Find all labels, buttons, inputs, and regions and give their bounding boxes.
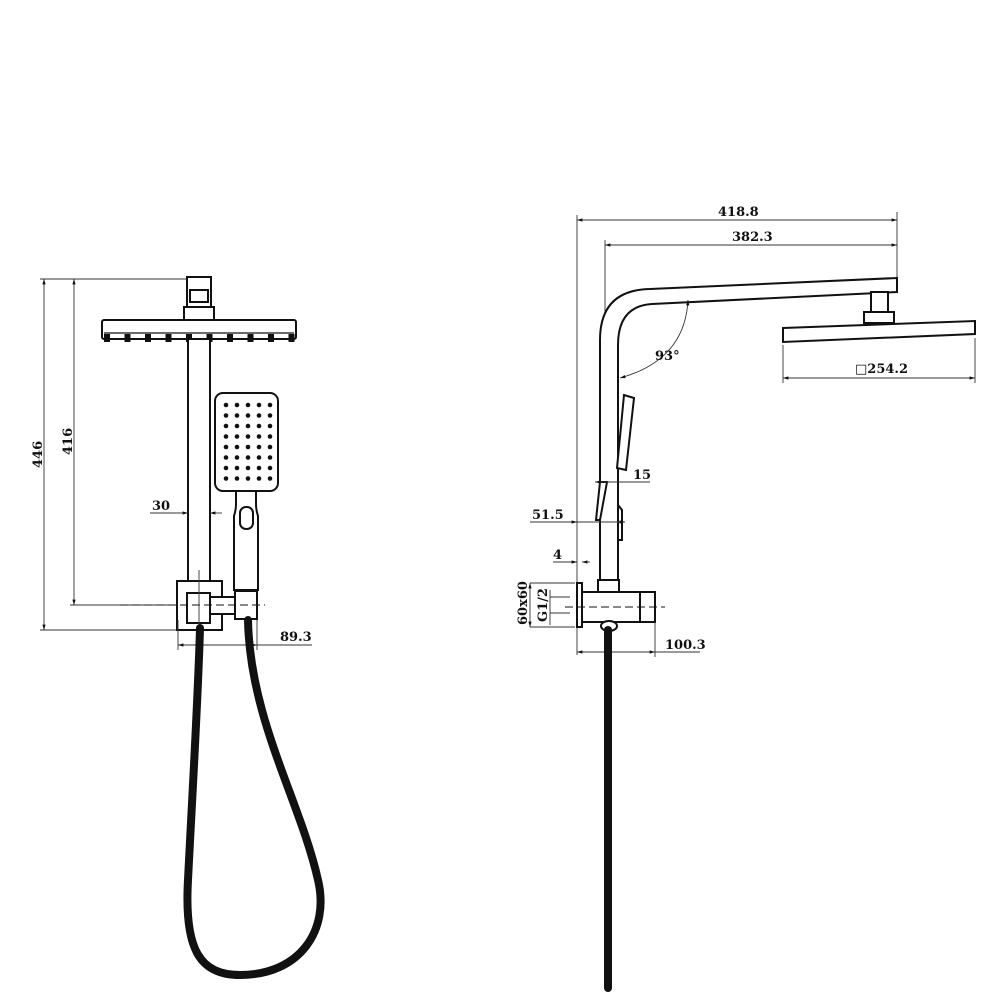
dim-254-2-label: □254.2 [855,362,908,377]
spray-hole [245,455,251,460]
spray-hole [256,413,262,418]
dim-416-label: 416 [61,428,76,455]
riser-pole [187,338,211,593]
spray-hole [245,413,251,418]
spray-hole [234,465,240,471]
head-connector [870,291,889,313]
side-view: 418.8 382.3 93° □254.2 15 51.5 4 [516,205,976,992]
dim-382-3-label: 382.3 [732,230,773,245]
nozzle [165,334,172,342]
spray-hole [223,434,229,439]
spray-hole [256,402,262,408]
dim-100-3-label: 100.3 [665,638,706,653]
nozzle [104,334,110,342]
hand-shower-side [615,393,636,472]
shower-hose [183,616,325,980]
hand-shower-handle [233,490,259,591]
spray-hole [267,465,273,471]
nozzle [268,334,274,342]
dim-418-8-label: 418.8 [718,205,759,220]
spray-hole [234,402,240,408]
spray-hole [256,476,262,481]
dim-4-label: 4 [553,548,562,563]
nozzle [227,334,233,342]
nozzle [288,334,295,342]
spray-hole [223,455,229,460]
spray-hole [256,444,262,450]
spray-hole [267,476,273,481]
spray-hole [234,455,240,460]
spray-hole [234,434,240,439]
spray-hole [234,444,240,450]
spray-hole [245,434,251,439]
nozzle [247,334,254,342]
dim-60x60-label: 60x60 [516,581,531,625]
dim-51-5-label: 51.5 [532,508,564,523]
spray-hole [245,465,251,471]
dim-angle-label: 93° [655,349,680,364]
spray-hole [245,402,251,408]
rain-head [101,319,297,340]
rain-head-side [782,319,976,344]
spray-hole [256,455,262,460]
front-view: 446 416 30 89.3 [31,276,325,980]
spray-hole [256,423,262,429]
spray-hole [223,413,229,418]
spray-hole [234,413,240,418]
dim-30-label: 30 [152,499,170,514]
dim-446-label: 446 [31,441,46,468]
spray-hole [245,444,251,450]
spray-hole [234,423,240,429]
nozzle [145,334,151,342]
spray-hole [223,465,229,471]
spray-hole [245,423,251,429]
spray-hole [223,402,229,408]
spray-hole [256,434,262,439]
spray-hole [223,476,229,481]
spray-hole [245,476,251,481]
spray-hole [267,444,273,450]
spray-hole [256,465,262,471]
hand-shower-head [214,392,279,492]
hand-shower-nozzles [223,402,273,481]
nozzle [124,334,131,342]
spray-hole [267,413,273,418]
spray-hole [267,402,273,408]
dim-15-label: 15 [633,468,651,483]
spray-hole [223,444,229,450]
spray-hole [267,423,273,429]
spray-hole [267,434,273,439]
dim-g1-2-label: G1/2 [536,588,551,622]
spray-hole [267,455,273,460]
dim-89-3-label: 89.3 [280,630,312,645]
spray-hole [234,476,240,481]
spray-hole [223,423,229,429]
